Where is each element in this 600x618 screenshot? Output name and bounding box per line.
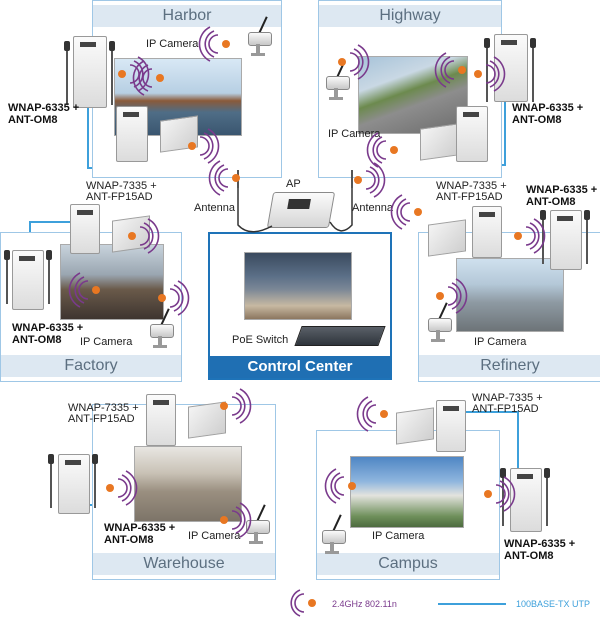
harbor-ip-camera	[248, 16, 276, 56]
campus-ip-camera	[322, 514, 350, 554]
wireless-legend-icon	[290, 589, 316, 617]
warehouse-photo	[134, 446, 242, 522]
highway-ip-camera	[326, 60, 354, 100]
harbor-wnap6335-device	[73, 36, 107, 108]
factory-ip-camera	[150, 308, 178, 348]
refinery-wnap7335-label-1: WNAP-7335 +	[436, 180, 507, 192]
warehouse-wnap7335-device	[146, 394, 176, 446]
campus-ip-camera-label: IP Camera	[372, 530, 425, 542]
campus-wnap7335-label-2: ANT-FP15AD	[472, 403, 539, 415]
factory-wnap6335-label-1: WNAP-6335 +	[12, 322, 84, 334]
factory-wnap7335-label-2: ANT-FP15AD	[86, 191, 153, 203]
refinery-wnap6335-label-1: WNAP-6335 +	[526, 184, 598, 196]
refinery-antenna-right	[584, 210, 590, 264]
factory-wnap7335-device	[70, 204, 100, 254]
refinery-wnap7335-label-2: ANT-FP15AD	[436, 191, 503, 203]
highway-ip-camera-label: IP Camera	[328, 128, 381, 140]
highway-wnap6335-label-2: ANT-OM8	[512, 114, 562, 126]
factory-wnap6335-label-2: ANT-OM8	[12, 334, 62, 346]
harbor-antenna-right	[109, 41, 115, 105]
highway-wnap6335-label-1: WNAP-6335 +	[512, 102, 584, 114]
harbor-wnap7335-device	[116, 106, 148, 162]
warehouse-wnap6335-label-2: ANT-OM8	[104, 534, 154, 546]
refinery-ip-camera-label: IP Camera	[474, 336, 527, 348]
refinery-wnap6335-label-2: ANT-OM8	[526, 196, 576, 208]
control-center-title: Control Center	[210, 356, 390, 378]
refinery-ip-camera	[428, 302, 456, 342]
harbor-wnap6335-label-2: ANT-OM8	[8, 114, 58, 126]
refinery-wnap7335-device	[472, 206, 502, 258]
factory-title: Factory	[1, 355, 181, 377]
factory-antenna-left	[4, 250, 10, 304]
factory-antenna-right	[46, 250, 52, 304]
warehouse-title: Warehouse	[93, 553, 275, 575]
campus-wnap7335-device	[436, 400, 466, 452]
factory-ip-camera-label: IP Camera	[80, 336, 133, 348]
antenna-label-right: Antenna	[352, 202, 393, 214]
highway-wnap7335-device	[456, 106, 488, 162]
highway-wnap6335-device	[494, 34, 528, 102]
refinery-wnap6335-device	[550, 210, 582, 270]
highway-antenna-left	[484, 38, 490, 102]
warehouse-ip-camera-label: IP Camera	[188, 530, 241, 542]
legend-wired-line	[438, 603, 506, 605]
campus-wnap6335-label-1: WNAP-6335 +	[504, 538, 576, 550]
antenna-label-left: Antenna	[194, 202, 235, 214]
highway-title: Highway	[319, 5, 501, 27]
factory-wnap7335-label-1: WNAP-7335 +	[86, 180, 157, 192]
highway-photo	[358, 56, 468, 134]
poe-switch-label: PoE Switch	[232, 334, 289, 346]
legend-wired-label: 100BASE-TX UTP	[516, 599, 591, 609]
campus-photo	[350, 456, 464, 528]
campus-wnap6335-label-2: ANT-OM8	[504, 550, 554, 562]
warehouse-antenna-right	[92, 454, 98, 508]
harbor-title: Harbor	[93, 5, 281, 27]
harbor-wnap6335-label-1: WNAP-6335 +	[8, 102, 80, 114]
refinery-antenna-left	[540, 210, 546, 264]
campus-wnap6335-device	[510, 468, 542, 532]
control-center-photo	[244, 252, 352, 320]
refinery-photo	[456, 258, 564, 332]
legend-wireless-label: 2.4GHz 802.11n	[332, 599, 397, 609]
campus-title: Campus	[317, 553, 499, 575]
harbor-antenna-left	[64, 41, 70, 105]
warehouse-ip-camera	[246, 504, 274, 544]
highway-antenna-right	[530, 38, 536, 102]
campus-antenna-right	[544, 468, 550, 526]
campus-wnap7335-label-1: WNAP-7335 +	[472, 392, 543, 404]
factory-wnap6335-device	[12, 250, 44, 310]
ap-label: AP	[286, 178, 301, 190]
warehouse-wnap7335-label-1: WNAP-7335 +	[68, 402, 139, 414]
refinery-title: Refinery	[419, 355, 600, 377]
warehouse-wnap7335-label-2: ANT-FP15AD	[68, 413, 135, 425]
warehouse-antenna-left	[48, 454, 54, 508]
harbor-ip-camera-label: IP Camera	[146, 38, 199, 50]
warehouse-wnap6335-device	[58, 454, 90, 514]
warehouse-wnap6335-label-1: WNAP-6335 +	[104, 522, 176, 534]
